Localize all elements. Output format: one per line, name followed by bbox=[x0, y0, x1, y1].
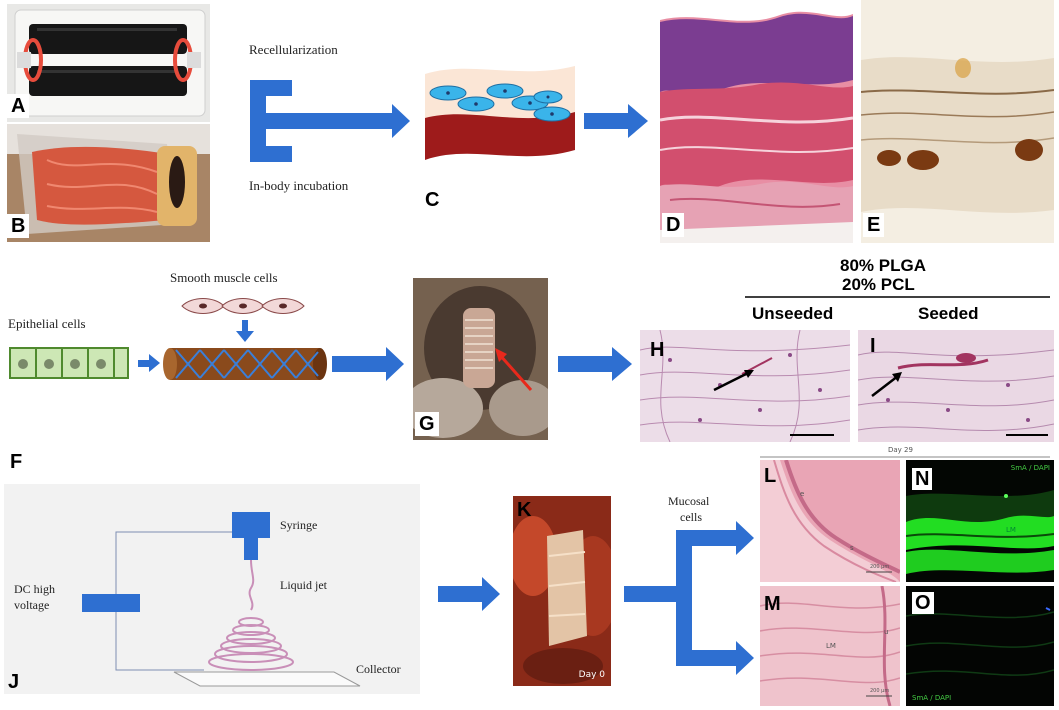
seeded-label: Seeded bbox=[918, 304, 979, 323]
panel-d-he-histology: D bbox=[660, 0, 853, 243]
day0-surgical-illustration bbox=[513, 496, 611, 686]
panel-g-surgical-photo: G bbox=[413, 278, 548, 440]
panel-label-f: F bbox=[10, 451, 23, 473]
m-scale-label: 200 μm bbox=[870, 688, 890, 694]
arrow-g-to-h bbox=[558, 347, 632, 381]
voltage-label: voltage bbox=[14, 598, 50, 612]
he-histology-illustration bbox=[660, 11, 853, 243]
recellularization-fork-arrow bbox=[250, 80, 410, 162]
ihc-illustration bbox=[861, 0, 1054, 243]
mucosal-fork-arrow bbox=[624, 521, 754, 675]
tissue-illustration bbox=[7, 124, 210, 242]
panel-b-tissue-photo: B bbox=[7, 124, 210, 242]
syringe-label: Syringe bbox=[280, 518, 318, 532]
liquid-jet-label: Liquid jet bbox=[280, 578, 327, 592]
panel-h-unseeded-histology: H bbox=[640, 330, 850, 442]
m-histology-illustration bbox=[760, 586, 900, 706]
panel-label-n: N bbox=[912, 468, 933, 490]
panel-c-layered-tissue-diagram bbox=[425, 66, 575, 160]
panel-label-b: B bbox=[7, 214, 30, 238]
panel-label-h: H bbox=[650, 339, 665, 361]
surgical-illustration bbox=[413, 278, 548, 440]
panel-a-bioreactor-photo: A bbox=[7, 4, 210, 122]
arrow-c-to-d bbox=[584, 104, 648, 138]
bioreactor-illustration bbox=[7, 4, 210, 122]
panel-label-i: I bbox=[870, 335, 876, 357]
pcl-label: 20% PCL bbox=[842, 275, 915, 294]
panel-k-surgical-photo-day0: K Day 0 bbox=[513, 496, 611, 686]
smooth-muscle-down-arrow bbox=[236, 320, 254, 342]
epithelial-to-scaffold-arrow bbox=[138, 354, 160, 372]
panel-label-l: L bbox=[764, 465, 777, 487]
plga-label: 80% PLGA bbox=[840, 256, 926, 275]
panel-label-d: D bbox=[662, 213, 685, 237]
smooth-muscle-cell-strip bbox=[181, 298, 305, 314]
panel-label-g: G bbox=[415, 412, 439, 436]
m-u-label: u bbox=[884, 628, 889, 636]
panel-n-fluorescence: N SmA / DAPI LM bbox=[906, 460, 1054, 582]
dc-high-label: DC high bbox=[14, 582, 56, 596]
panel-e-ihc-staining: E bbox=[861, 0, 1054, 243]
day29-label: Day 29 bbox=[888, 446, 913, 454]
panel-label-m: M bbox=[764, 593, 781, 615]
epithelial-cell-strip bbox=[9, 347, 129, 379]
n-lm-label: LM bbox=[1006, 526, 1016, 534]
smooth-muscle-cells-label: Smooth muscle cells bbox=[170, 270, 278, 285]
seeded-scaffold-tube bbox=[163, 348, 327, 380]
panel-label-k: K bbox=[517, 499, 532, 521]
l-e-label: e bbox=[800, 490, 805, 498]
panel-l-he-histology: L e s 200 μm bbox=[760, 460, 900, 582]
unseeded-label: Unseeded bbox=[752, 304, 834, 323]
n-fluorescence-illustration bbox=[906, 460, 1054, 582]
n-stain-label: SmA / DAPI bbox=[1010, 464, 1050, 472]
cells-label: cells bbox=[680, 510, 702, 524]
arrow-scaffold-to-g bbox=[332, 347, 404, 381]
panel-label-j: J bbox=[8, 671, 20, 693]
mucosal-label: Mucosal bbox=[668, 494, 710, 508]
day0-label: Day 0 bbox=[578, 670, 605, 680]
epithelial-cells-label: Epithelial cells bbox=[8, 316, 86, 331]
panel-label-a: A bbox=[7, 94, 30, 118]
panel-label-c: C bbox=[425, 189, 440, 211]
electrospinning-illustration bbox=[4, 484, 420, 694]
panel-j-electrospinning-schematic: Syringe Liquid jet Collector DC high vol… bbox=[4, 484, 420, 694]
o-stain-label: SmA / DAPI bbox=[912, 694, 952, 702]
l-histology-illustration bbox=[760, 460, 900, 582]
in-body-incubation-label: In-body incubation bbox=[249, 178, 349, 193]
unseeded-histology-illustration bbox=[640, 330, 850, 442]
panel-o-fluorescence: O SmA / DAPI bbox=[906, 586, 1054, 706]
collector-label: Collector bbox=[356, 662, 401, 676]
l-scale-label: 200 μm bbox=[870, 564, 890, 570]
panel-m-he-histology: M LM u 200 μm bbox=[760, 586, 900, 706]
panel-label-o: O bbox=[912, 592, 934, 614]
panel-i-seeded-histology: I bbox=[858, 330, 1054, 442]
l-s-label: s bbox=[850, 544, 854, 552]
arrow-j-to-k bbox=[438, 577, 500, 611]
recellularization-label: Recellularization bbox=[249, 42, 338, 57]
m-lm-label: LM bbox=[826, 642, 836, 650]
panel-label-e: E bbox=[863, 213, 885, 237]
seeded-histology-illustration bbox=[858, 330, 1054, 442]
